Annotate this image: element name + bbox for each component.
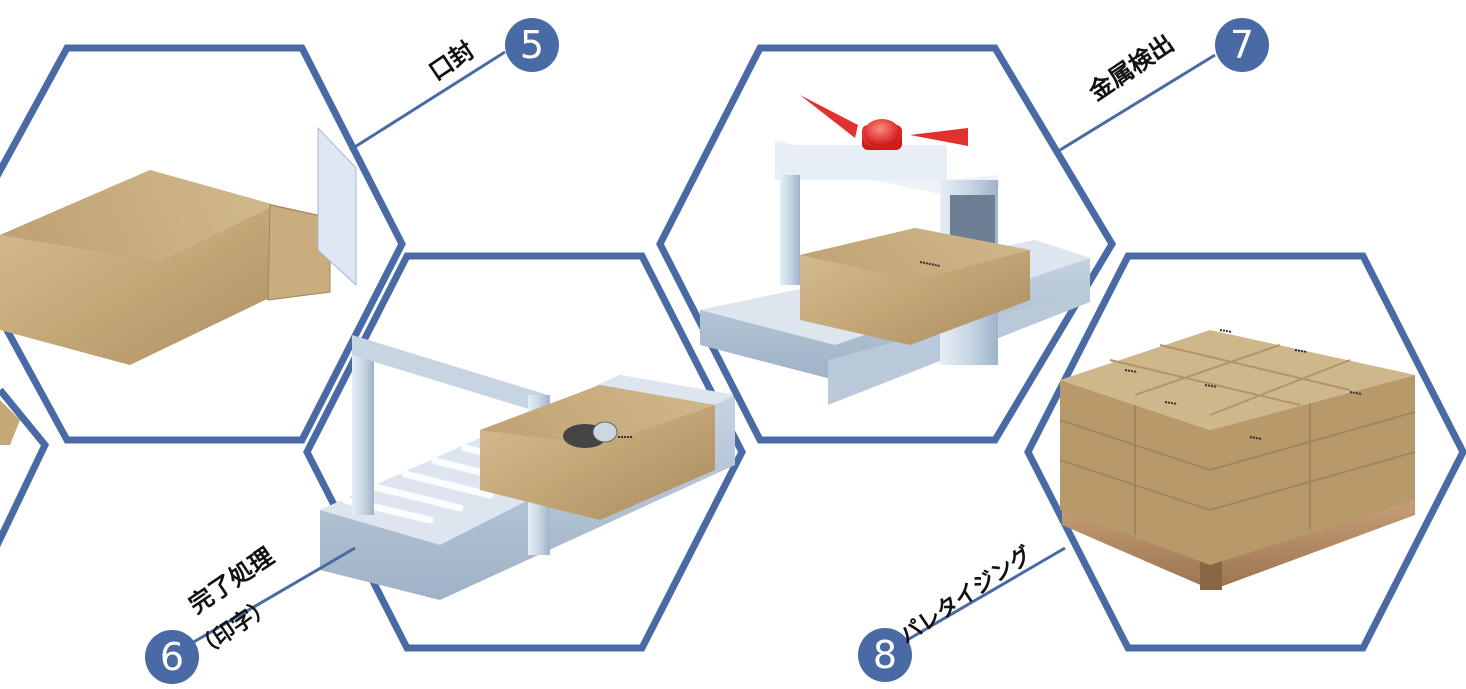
step-7-badge: 7 bbox=[1215, 18, 1269, 72]
hex-printing bbox=[303, 252, 746, 652]
step-8-badge: 8 bbox=[858, 628, 912, 682]
leader-lines bbox=[179, 50, 1216, 652]
pallet-stack-illustration bbox=[1059, 329, 1416, 590]
hex-partial-left bbox=[0, 387, 50, 548]
hex-metal-detection bbox=[656, 44, 1117, 444]
hex-palletizing bbox=[1024, 252, 1466, 652]
sealing-bag-illustration bbox=[0, 126, 357, 365]
step-6-badge: 6 bbox=[145, 630, 199, 684]
metal-detector-illustration bbox=[700, 95, 1090, 405]
step-5-badge: 5 bbox=[505, 18, 559, 72]
printing-conveyor-illustration bbox=[320, 335, 735, 600]
hex-sealing bbox=[0, 44, 406, 444]
